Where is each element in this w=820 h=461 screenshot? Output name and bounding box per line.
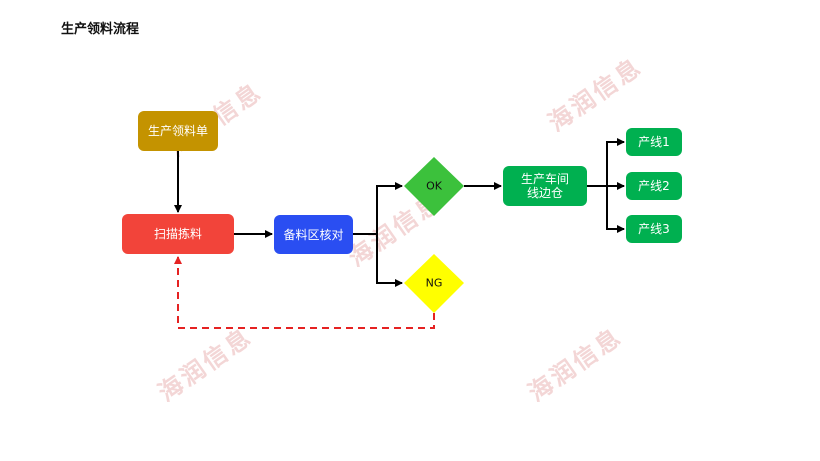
check-label: 备料区核对 xyxy=(283,227,344,242)
line3-label: 产线3 xyxy=(638,222,670,236)
scan-pick-label: 扫描拣料 xyxy=(153,227,202,241)
arrow-ng-return-to-scan xyxy=(174,256,435,329)
workshop-label-line1: 生产车间 xyxy=(520,172,569,186)
requisition-label: 生产领料单 xyxy=(147,124,208,138)
ok-label: OK xyxy=(426,179,442,193)
ng-diamond xyxy=(404,254,464,313)
ok-diamond xyxy=(404,157,464,216)
workshop-node[interactable]: 生产车间 线边仓 xyxy=(503,166,587,206)
workshop-label-line2: 线边仓 xyxy=(526,186,563,200)
line2-label: 产线2 xyxy=(638,179,670,193)
line1-label: 产线1 xyxy=(638,135,670,149)
arrow-workshop-to-line3 xyxy=(606,186,625,233)
line1-node[interactable]: 产线1 xyxy=(626,128,682,156)
page-title: 生产领料流程 xyxy=(61,22,140,37)
ng-label: NG xyxy=(425,276,443,290)
check-node[interactable]: 备料区核对 xyxy=(274,215,353,254)
line2-node[interactable]: 产线2 xyxy=(626,172,682,200)
line3-node[interactable]: 产线3 xyxy=(626,215,682,243)
arrow-check-to-ng xyxy=(376,234,403,287)
arrow-check-to-ok xyxy=(353,182,403,235)
scan-pick-node[interactable]: 扫描拣料 xyxy=(122,214,234,254)
arrow-workshop-to-line1 xyxy=(587,138,625,187)
requisition-node[interactable]: 生产领料单 xyxy=(138,111,218,151)
